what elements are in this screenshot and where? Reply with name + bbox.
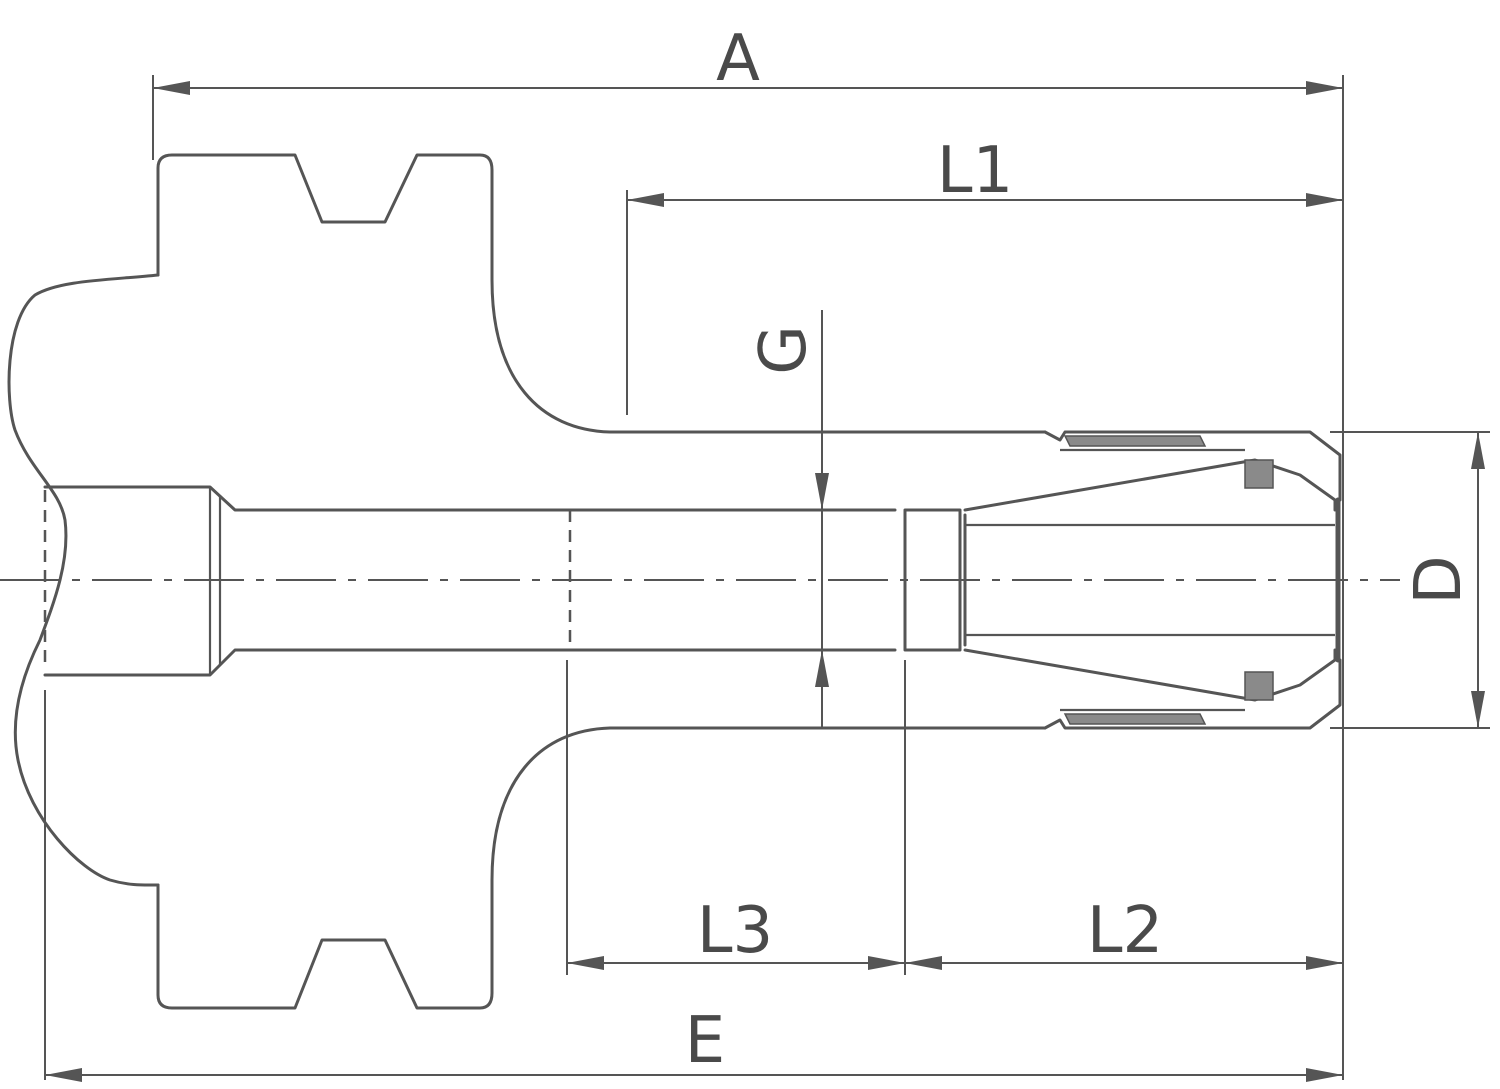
dimension-d-arrow-bottom <box>1471 691 1485 728</box>
body-outline-upper <box>156 153 1047 434</box>
dimension-d-label: D <box>1402 555 1476 604</box>
collet-seat <box>903 508 962 652</box>
body-outline-lower <box>156 726 1047 1010</box>
pilot-outline <box>43 485 897 677</box>
dimension-a-label: A <box>716 22 760 96</box>
dimension-e-label: E <box>685 1004 725 1078</box>
nut-thread-upper <box>1063 435 1207 447</box>
collet-taper-upper <box>963 458 1337 512</box>
dimension-l2-arrow-right <box>1306 956 1343 970</box>
dimension-l1-arrow-left <box>627 193 664 207</box>
nut-outline-lower <box>1043 658 1342 730</box>
dimension-e-arrow-right <box>1306 1068 1343 1082</box>
nut-outline-upper <box>1043 430 1342 502</box>
nut-thread-lower <box>1063 713 1207 725</box>
dimension-l2-label: L2 <box>1087 894 1163 968</box>
dimension-g-label: G <box>747 325 821 375</box>
collet-taper-lower <box>963 648 1337 702</box>
dimension-a-arrow-left <box>153 81 190 95</box>
break-line-left <box>7 273 160 887</box>
dimension-l3-arrow-left <box>567 956 604 970</box>
dimension-l1-arrow-right <box>1306 193 1343 207</box>
dimension-l3-label: L3 <box>697 894 773 968</box>
retaining-ring-lower <box>1244 671 1274 701</box>
dimension-l3-arrow-right <box>868 956 905 970</box>
retaining-ring-upper <box>1244 459 1274 489</box>
dimension-e-arrow-left <box>45 1068 82 1082</box>
dimension-g-arrow-bottom <box>815 650 829 687</box>
dimension-g-arrow-top <box>815 473 829 510</box>
dimension-a-arrow-right <box>1306 81 1343 95</box>
dimension-l2-arrow-left <box>905 956 942 970</box>
dimension-d-arrow-top <box>1471 432 1485 469</box>
dimension-l1-label: L1 <box>937 134 1013 208</box>
